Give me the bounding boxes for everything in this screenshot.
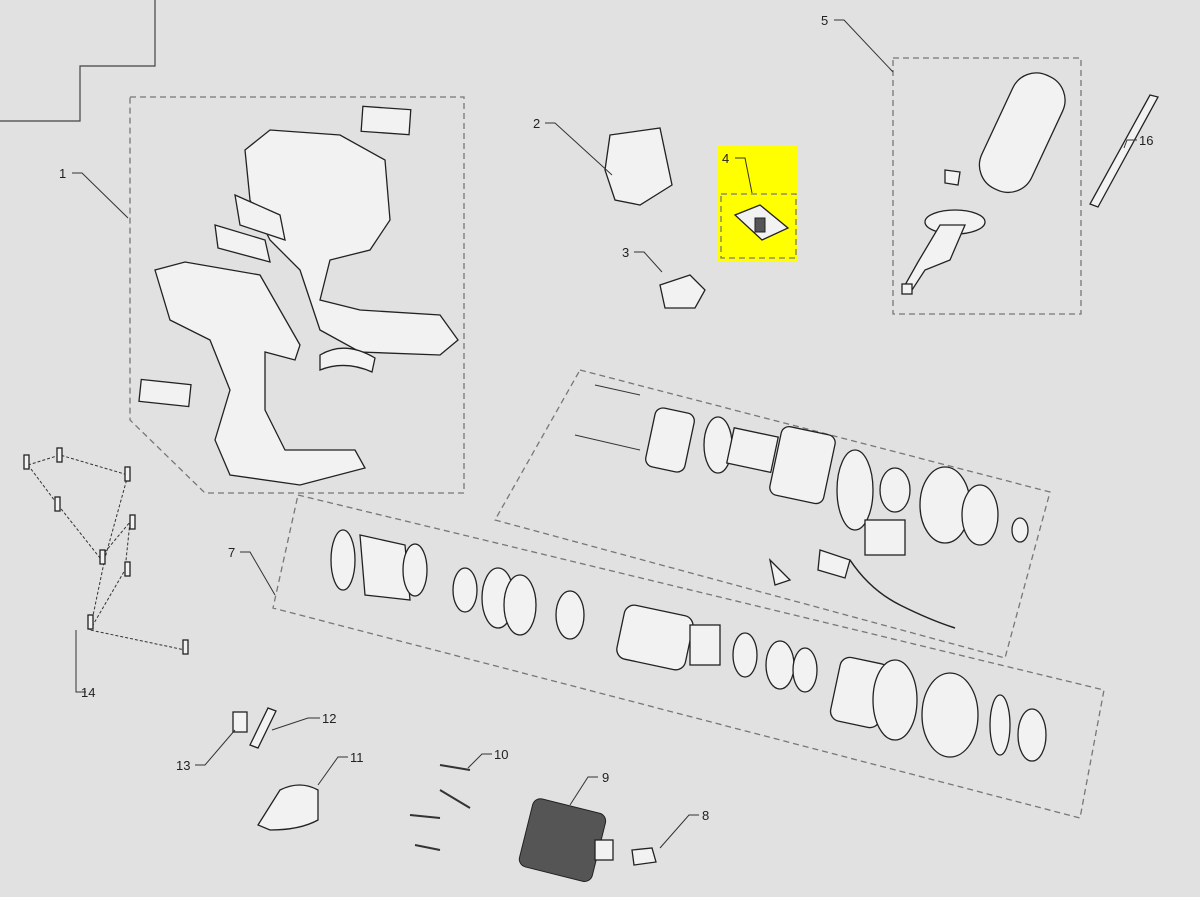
corner-frame — [0, 0, 156, 122]
screws-part-10[interactable] — [409, 764, 471, 851]
callout-1[interactable]: 1 — [59, 166, 66, 181]
callout-9[interactable]: 9 — [602, 770, 609, 785]
part-11[interactable] — [257, 784, 319, 831]
callout-7[interactable]: 7 — [228, 545, 235, 560]
part-12[interactable] — [249, 707, 277, 749]
part-4[interactable] — [733, 204, 790, 241]
part-13[interactable] — [232, 711, 248, 733]
motor-assembly[interactable] — [574, 384, 1029, 629]
part-5-group-box — [892, 57, 1082, 315]
callout-16[interactable]: 16 — [1139, 133, 1153, 148]
leader-lines — [72, 19, 1137, 849]
callout-2[interactable]: 2 — [533, 116, 540, 131]
motor-group-box — [494, 369, 1051, 659]
part-3[interactable] — [659, 274, 706, 309]
part-2[interactable] — [604, 127, 673, 206]
part-7-group-box — [272, 494, 1105, 819]
housing-part-1[interactable] — [138, 105, 459, 486]
callout-13[interactable]: 13 — [176, 758, 190, 773]
part-16[interactable] — [1089, 94, 1159, 208]
callout-8[interactable]: 8 — [702, 808, 709, 823]
chuck-part-9[interactable] — [518, 797, 614, 883]
screws-part-14[interactable] — [23, 447, 189, 655]
callout-5[interactable]: 5 — [821, 13, 828, 28]
callout-11[interactable]: 11 — [350, 750, 364, 765]
part-8[interactable] — [631, 847, 657, 866]
part-4-group-box — [720, 193, 797, 259]
callout-12[interactable]: 12 — [322, 711, 336, 726]
callout-10[interactable]: 10 — [494, 747, 508, 762]
part-5[interactable] — [901, 64, 1074, 295]
callout-4[interactable]: 4 — [722, 151, 729, 166]
highlight-part-4[interactable] — [717, 145, 798, 261]
gearbox-part-7[interactable] — [330, 529, 1047, 762]
callout-3[interactable]: 3 — [622, 245, 629, 260]
callout-14[interactable]: 14 — [81, 685, 95, 700]
